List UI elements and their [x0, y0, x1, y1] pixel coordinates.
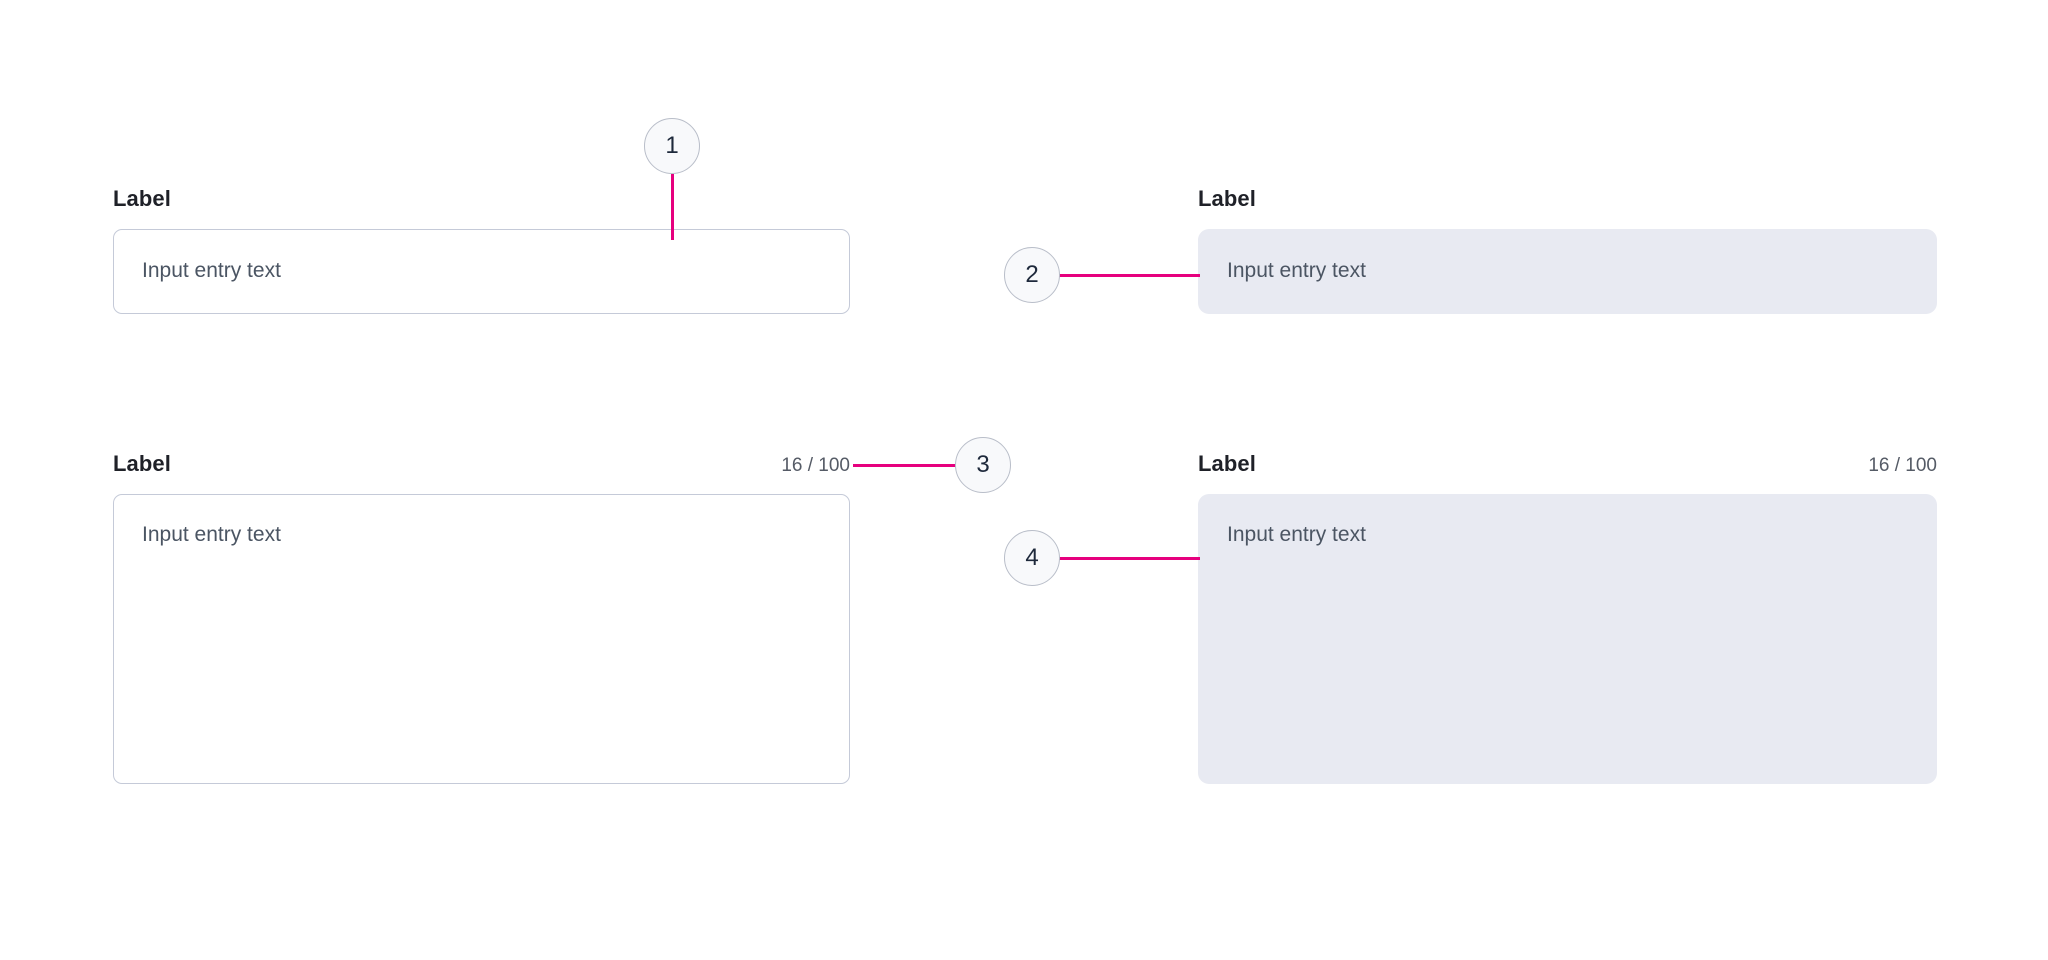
callout-marker-4[interactable]: 4 — [1004, 530, 1060, 586]
field-header: Label 16 / 100 — [1198, 450, 1937, 478]
text-input-filled[interactable]: Input entry text — [1198, 229, 1937, 314]
textarea-placeholder: Input entry text — [1227, 523, 1366, 546]
field-group-textarea-filled: Label 16 / 100 Input entry text — [1198, 450, 1937, 784]
character-counter: 16 / 100 — [1868, 455, 1937, 476]
field-header: Label — [1198, 185, 1937, 213]
callout-connector-2 — [1058, 274, 1200, 277]
callout-marker-1[interactable]: 1 — [644, 118, 700, 174]
input-placeholder: Input entry text — [1227, 259, 1366, 282]
field-group-input-filled: Label Input entry text — [1198, 185, 1937, 314]
input-placeholder: Input entry text — [142, 259, 281, 282]
callout-number: 3 — [976, 451, 990, 478]
callout-marker-3[interactable]: 3 — [955, 437, 1011, 493]
textarea-filled[interactable]: Input entry text — [1198, 494, 1937, 784]
text-input-outlined[interactable]: Input entry text — [113, 229, 850, 314]
field-label: Label — [113, 186, 171, 211]
callout-connector-4 — [1058, 557, 1200, 560]
field-label: Label — [1198, 451, 1256, 476]
field-header: Label — [113, 185, 850, 213]
field-label: Label — [113, 451, 171, 476]
callout-connector-3 — [853, 464, 957, 467]
callout-number: 4 — [1025, 544, 1039, 571]
textarea-placeholder: Input entry text — [142, 523, 281, 546]
callout-number: 1 — [665, 132, 679, 159]
callout-marker-2[interactable]: 2 — [1004, 247, 1060, 303]
textarea-outlined[interactable]: Input entry text — [113, 494, 850, 784]
callout-number: 2 — [1025, 261, 1039, 288]
field-group-input-outlined: Label Input entry text — [113, 185, 850, 314]
field-header: Label 16 / 100 — [113, 450, 850, 478]
field-label: Label — [1198, 186, 1256, 211]
character-counter: 16 / 100 — [781, 455, 850, 476]
field-group-textarea-outlined: Label 16 / 100 Input entry text — [113, 450, 850, 784]
callout-connector-1 — [671, 174, 674, 240]
